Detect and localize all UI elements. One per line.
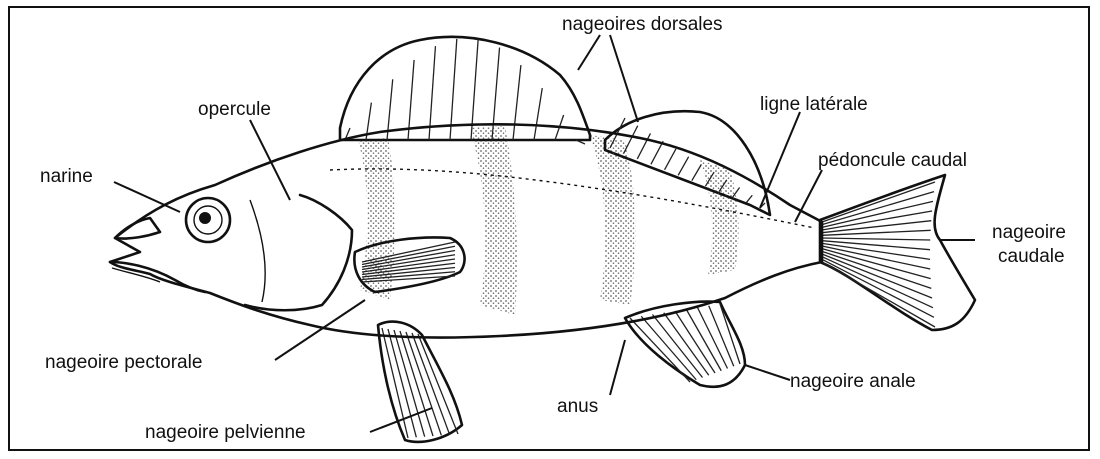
eye-icon — [186, 198, 230, 242]
label-lateral-line: ligne latérale — [760, 94, 868, 115]
labels: nageoires dorsales opercule narine ligne… — [40, 14, 1066, 443]
fin-ray — [686, 309, 721, 371]
fin-ray — [492, 48, 500, 140]
label-pectoral-fin: nageoire pectorale — [45, 352, 202, 373]
label-nostril: narine — [40, 166, 93, 187]
fin-ray — [534, 88, 542, 140]
anal-fin — [625, 302, 745, 387]
fin-ray — [822, 254, 932, 298]
fin-ray — [822, 182, 935, 222]
label-anal-fin: nageoire anale — [790, 371, 916, 392]
fin-ray — [651, 141, 663, 164]
label-pelvic-fin: nageoire pelvienne — [145, 422, 306, 443]
fish-head — [110, 195, 352, 310]
fin-ray — [822, 259, 934, 317]
label-caudal-peduncle: pédoncule caudal — [818, 150, 967, 171]
fin-ray — [513, 65, 521, 140]
fin-ray — [678, 157, 688, 176]
fin-ray — [675, 311, 715, 373]
fin-ray — [822, 238, 930, 240]
fin-ray — [388, 329, 416, 437]
label-anus: anus — [557, 396, 598, 417]
caudal-fin — [820, 175, 975, 330]
fin-ray — [822, 262, 935, 327]
fin-ray — [746, 195, 752, 202]
label-operculum: opercule — [198, 99, 271, 120]
spiny-dorsal-fin — [340, 37, 590, 144]
fin-ray — [412, 333, 450, 435]
label-dorsal-fins: nageoires dorsales — [562, 14, 723, 35]
fin-ray — [692, 164, 702, 180]
fin-ray — [665, 149, 676, 170]
label-caudal-fin-line2: caudale — [998, 246, 1065, 267]
label-caudal-fin-line1: nageoire — [992, 222, 1066, 243]
